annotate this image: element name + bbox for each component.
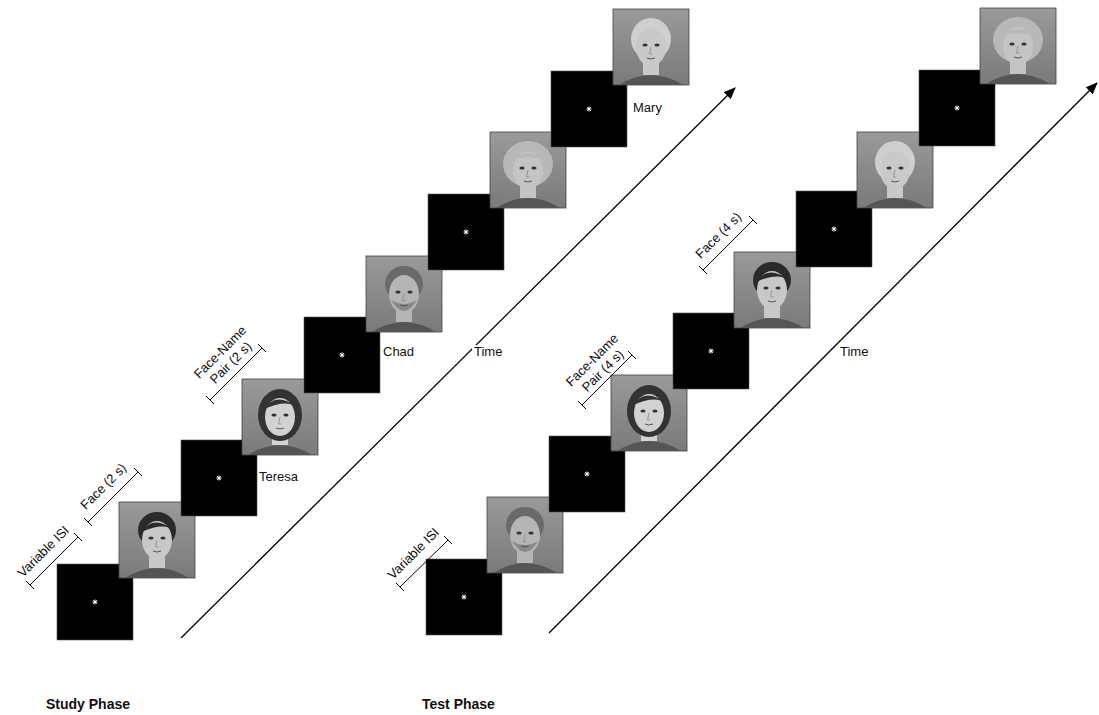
name-label: Mary [633,101,662,116]
fixation-asterisk [585,472,590,477]
face-fringe [756,272,789,282]
face-shoulders [248,445,312,455]
face-shoulders [496,198,560,208]
face-photo [613,9,689,85]
face-eye [886,167,891,170]
bracket-tick [206,396,214,404]
time-arrow [181,88,735,638]
name-label: Chad [383,345,414,360]
face-fringe [511,153,545,160]
bracket-tick [444,536,452,544]
fixation-asterisk [587,107,592,112]
face-eye [160,537,165,540]
face-eye [407,291,412,294]
face-photo [980,8,1056,84]
face-skin [389,275,419,313]
face-nose [403,294,406,301]
face-eye [1021,43,1026,46]
face-shoulders [125,568,189,578]
face-shoulders [986,74,1050,84]
face-shoulders [740,318,804,328]
face-mouth [645,424,653,425]
face-skin [510,516,540,554]
fixation-asterisk [709,349,714,354]
face-skin [636,28,666,66]
fixation-asterisk [955,106,960,111]
face-shoulders [372,322,436,332]
face-eye [1009,43,1014,46]
bracket-tick [134,468,142,476]
face-nose [1017,46,1020,53]
face-eye [528,532,533,535]
axis-label: Time [472,345,504,360]
face-skin [880,151,910,189]
face-eye [652,410,657,413]
face-nose [279,417,282,424]
face-nose [524,535,527,542]
face-fringe [1001,29,1035,36]
phase-title: Test Phase [422,696,495,712]
face-shoulders [619,75,683,85]
face-nose [527,170,530,177]
phase-title: Study Phase [46,696,130,712]
fixation-asterisk [93,600,98,605]
bracket-tick [84,518,92,526]
face-eye [271,414,276,417]
bracket-tick [258,344,266,352]
face-nose [648,413,651,420]
axis-label: Time [838,345,870,360]
face-mouth [524,181,532,182]
face-eye [898,167,903,170]
bracket-tick [628,351,636,359]
face-shoulders [863,198,927,208]
face-eye [148,537,153,540]
bracket-tick [74,533,82,541]
face-mouth [768,301,776,302]
face-mouth [521,546,529,547]
bracket-tick [396,583,404,591]
face-fringe [264,399,297,409]
face-eye [654,44,659,47]
face-eye [775,287,780,290]
face-mouth [400,305,408,306]
face-mouth [891,181,899,182]
face-fringe [141,522,174,532]
fixation-asterisk [832,227,837,232]
face-eye [531,167,536,170]
fixation-asterisk [464,230,469,235]
face-mouth [1014,57,1022,58]
time-arrow [549,83,1097,633]
face-hair [627,385,671,437]
face-mouth [153,551,161,552]
face-eye [640,410,645,413]
face-eye [516,532,521,535]
face-beard [512,541,538,552]
face-mouth [276,428,284,429]
face-mouth [647,58,655,59]
fixation-asterisk [340,353,345,358]
fixation-asterisk [462,595,467,600]
bracket-tick [749,216,757,224]
face-eye [763,287,768,290]
face-nose [894,170,897,177]
face-eye [519,167,524,170]
face-fringe [633,395,666,405]
bracket-tick [578,401,586,409]
face-eye [642,44,647,47]
bracket-tick [699,266,707,274]
face-shoulders [617,441,681,451]
face-beard [391,300,417,311]
face-nose [156,540,159,547]
face-nose [650,47,653,54]
face-shoulders [493,563,557,573]
face-eye [283,414,288,417]
name-label: Teresa [259,470,298,485]
face-nose [771,290,774,297]
face-hair [258,389,302,441]
face-eye [395,291,400,294]
bracket-tick [26,581,34,589]
fixation-asterisk [217,476,222,481]
